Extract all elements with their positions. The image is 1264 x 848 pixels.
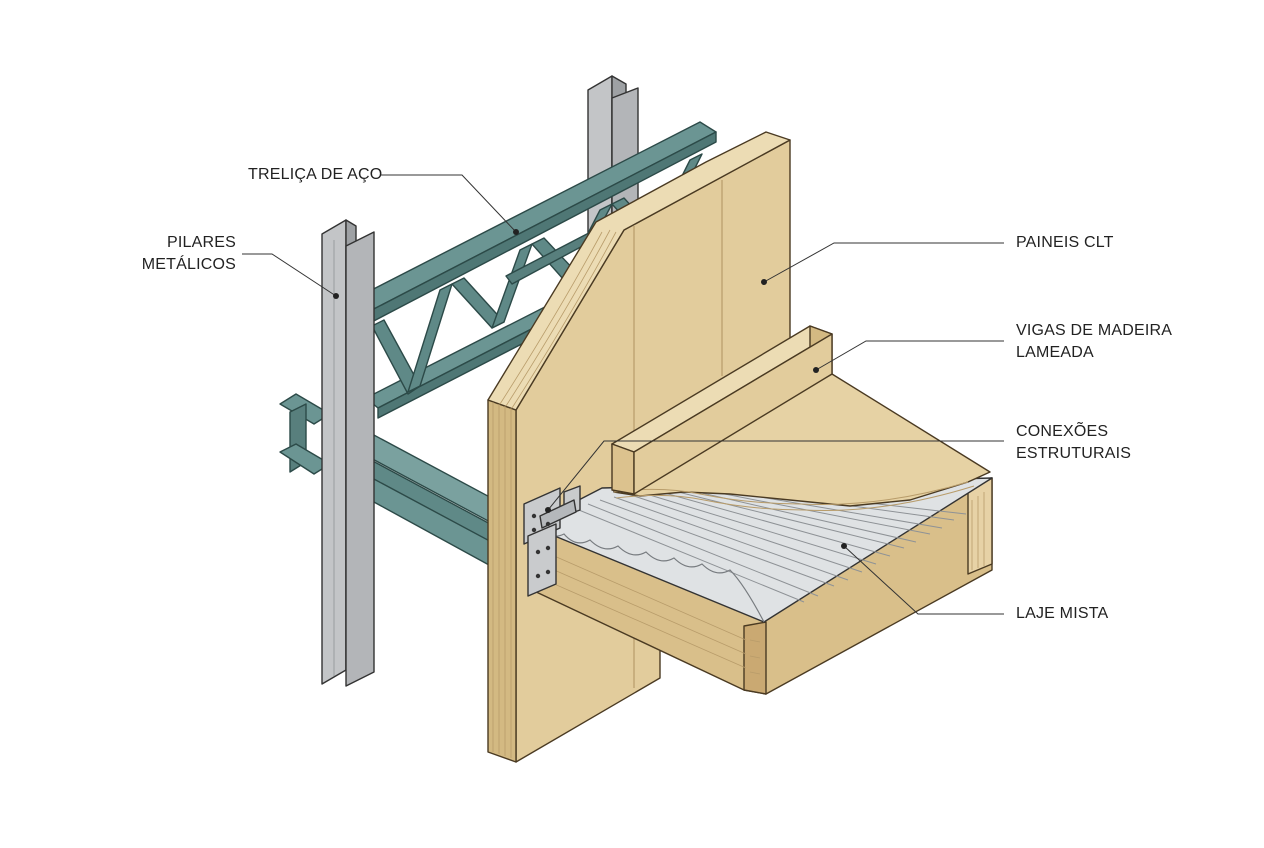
label-conexoes-line2: ESTRUTURAIS <box>1016 445 1132 462</box>
front-steel-column <box>321 219 375 687</box>
label-vigas-madeira-lameada: VIGAS DE MADEIRA LAMEADA <box>1016 320 1172 364</box>
label-vigas-line1: VIGAS DE MADEIRA <box>1016 322 1173 339</box>
composite-slab-deck <box>539 477 993 623</box>
clt-floor-panel <box>611 373 991 511</box>
label-vigas-line2: LAMEADA <box>1016 344 1094 361</box>
structural-connectors <box>523 485 581 597</box>
label-pilares-line1: PILARES <box>167 234 236 251</box>
label-trelica-de-aco: TRELIÇA DE AÇO <box>248 166 383 183</box>
label-conexoes-line1: CONEXÕES <box>1016 423 1109 440</box>
label-paineis-clt: PAINEIS CLT <box>1016 234 1114 251</box>
label-pilares-line2: METÁLICOS <box>141 256 236 273</box>
leader-lines <box>242 174 1004 615</box>
glulam-beam-upper <box>611 325 833 495</box>
label-conexoes-estruturais: CONEXÕES ESTRUTURAIS <box>1016 421 1131 465</box>
label-laje-mista: LAJE MISTA <box>1016 605 1109 622</box>
label-pilares-metalicos: PILARES METÁLICOS <box>120 232 236 276</box>
